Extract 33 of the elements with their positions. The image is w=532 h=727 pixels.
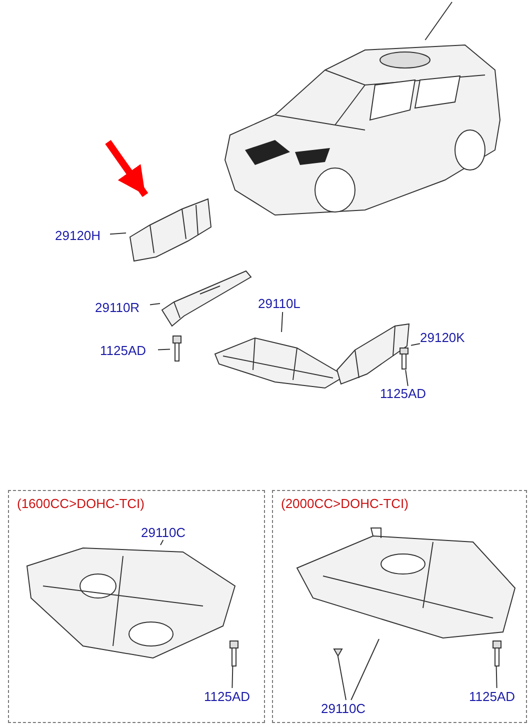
bolt-icon — [228, 641, 240, 667]
leader-line — [160, 540, 164, 546]
part-number: 29120K — [420, 330, 476, 346]
clip-icon — [333, 647, 343, 657]
part-number: 29110L — [258, 296, 308, 312]
part-number: 29110C — [321, 701, 376, 717]
variant-panel — [272, 490, 527, 723]
leader-line — [405, 370, 408, 386]
leader-line — [232, 666, 234, 688]
part-number: 1125AD — [100, 343, 158, 359]
leader-line — [410, 343, 420, 346]
leader-line — [496, 666, 498, 688]
bolt-icon — [491, 641, 503, 667]
leader-line — [110, 232, 126, 235]
bolt-icon — [170, 336, 184, 362]
part-number: 1125AD — [380, 386, 438, 402]
part-number: 29120H — [55, 228, 110, 244]
leader-line — [350, 638, 380, 700]
leader-line — [150, 303, 160, 306]
leader-line — [424, 2, 452, 40]
leader-line — [281, 312, 284, 332]
bolt-icon — [398, 348, 410, 370]
variant-panel — [8, 490, 265, 723]
under-cover-drawing — [160, 268, 252, 328]
leader-line — [337, 656, 346, 700]
engine-variant-heading: (2000CC>DOHC-TCI) — [281, 496, 408, 511]
part-number: 29110R — [95, 300, 150, 316]
part-number: 1125AD — [469, 689, 527, 705]
pointer-arrow — [105, 140, 148, 198]
engine-variant-heading: (1600CC>DOHC-TCI) — [17, 496, 144, 511]
leader-line — [158, 348, 170, 350]
part-number: 29110C — [141, 525, 196, 541]
part-number: 1125AD — [204, 689, 262, 705]
